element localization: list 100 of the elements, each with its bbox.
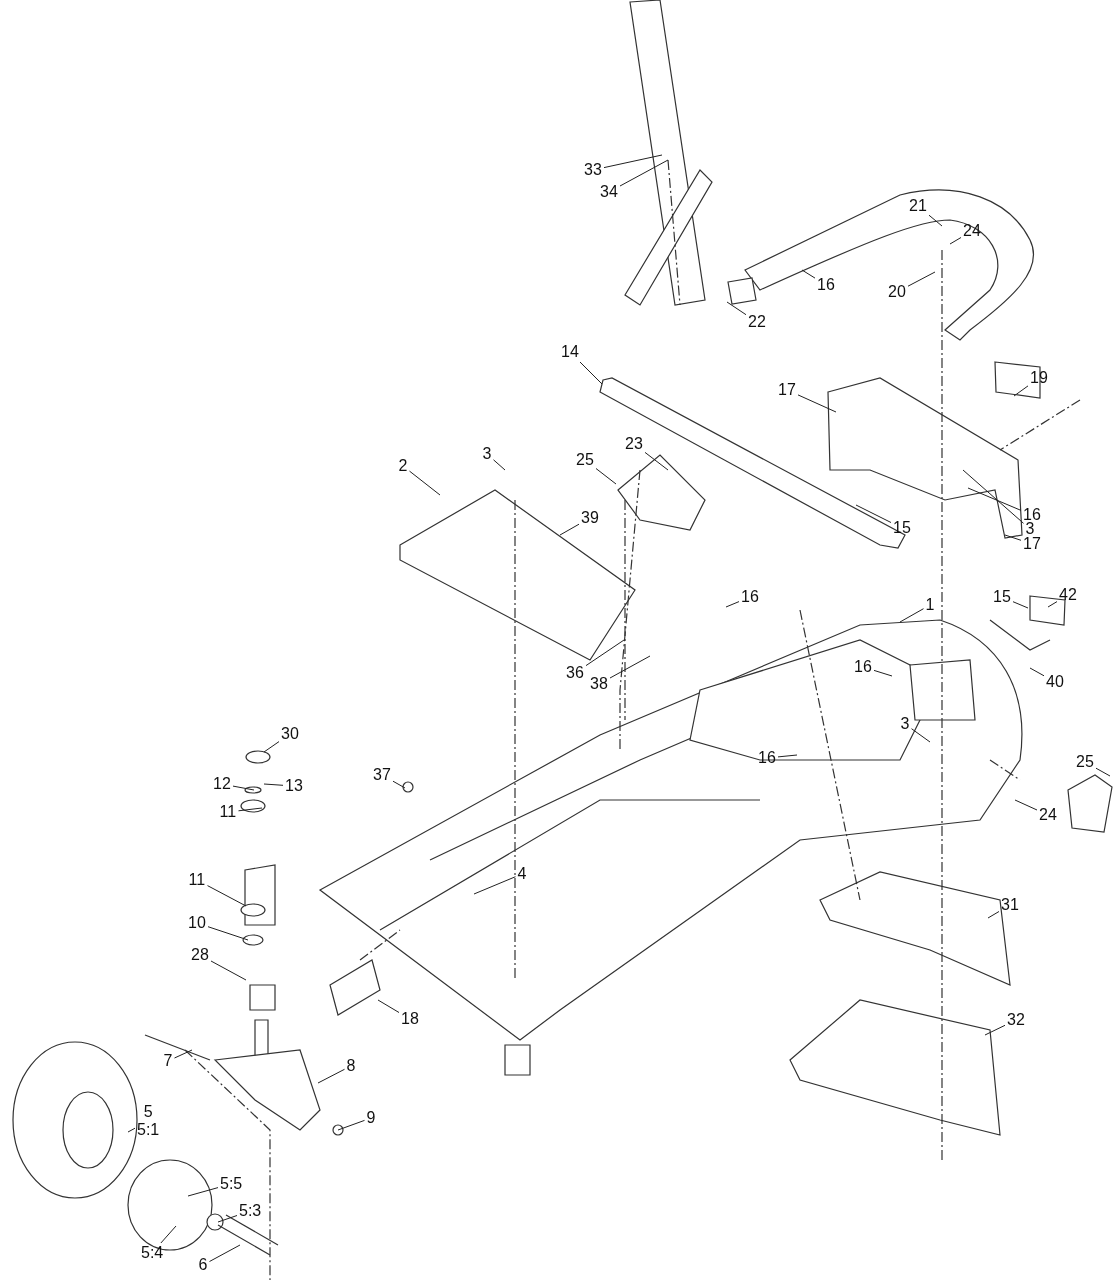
- callout-number: 8: [346, 1057, 356, 1075]
- callout-number: 39: [581, 509, 599, 527]
- callout-number: 6: [198, 1256, 208, 1274]
- callout-number: 32: [1007, 1011, 1025, 1029]
- callout-number: 34: [600, 183, 618, 201]
- leader-line: [1004, 534, 1022, 541]
- callout-number: 24: [1039, 806, 1057, 824]
- callout-number: 7: [163, 1052, 173, 1070]
- callout-number: 11: [188, 871, 206, 889]
- leader-line: [928, 214, 943, 227]
- leader-line: [579, 361, 603, 385]
- callout-number: 16: [854, 658, 872, 676]
- leader-line: [473, 876, 516, 895]
- leader-line: [263, 783, 284, 786]
- callout-number: 16: [817, 276, 835, 294]
- callout-number: 5:4: [141, 1244, 164, 1262]
- callout-number: 22: [748, 313, 766, 331]
- leader-line: [619, 159, 669, 187]
- leader-line: [1013, 385, 1029, 397]
- callout-number: 16: [758, 749, 776, 767]
- callout-number: 16: [741, 588, 759, 606]
- leader-line: [377, 999, 400, 1013]
- callout-number: 40: [1046, 673, 1064, 691]
- callout-number: 14: [561, 343, 579, 361]
- leader-line: [603, 154, 663, 169]
- leader-line: [726, 301, 747, 316]
- callout-number: 3: [1025, 520, 1035, 538]
- leader-line: [1095, 767, 1111, 777]
- callout-number: 25: [576, 451, 594, 469]
- callout-number: 10: [188, 914, 206, 932]
- callout-number: 15: [893, 519, 911, 537]
- callout-number: 17: [1023, 535, 1041, 553]
- callout-number: 1: [925, 596, 935, 614]
- leader-line: [797, 394, 837, 413]
- callout-number: 9: [366, 1109, 376, 1127]
- leader-line: [1029, 667, 1045, 677]
- leader-line: [644, 451, 669, 471]
- leader-line: [160, 1225, 177, 1244]
- leader-line: [801, 269, 816, 279]
- leader-line: [317, 1068, 345, 1084]
- leader-line: [209, 1244, 241, 1262]
- callout-number: 20: [888, 283, 906, 301]
- callout-number: 23: [625, 435, 643, 453]
- callout-number: 33: [584, 161, 602, 179]
- callout-number: 13: [285, 777, 303, 795]
- leader-line: [217, 1215, 238, 1223]
- leader-line: [238, 807, 263, 812]
- callout-number: 31: [1001, 896, 1019, 914]
- leader-line: [595, 468, 617, 485]
- callout-number: 24: [963, 222, 981, 240]
- callout-number: 3: [482, 445, 492, 463]
- leader-line: [174, 1049, 193, 1059]
- leader-line: [1047, 601, 1058, 608]
- callout-number: 5: [142, 1103, 154, 1121]
- leader-line: [967, 487, 1022, 511]
- leader-line: [1012, 601, 1029, 609]
- callout-number: 19: [1030, 369, 1048, 387]
- leader-line: [777, 754, 798, 758]
- leader-line: [899, 608, 924, 623]
- leader-line: [962, 469, 1024, 524]
- callout-number: 42: [1059, 586, 1077, 604]
- callout-number: 2: [398, 457, 408, 475]
- leader-line: [907, 271, 936, 287]
- callout-number: 12: [213, 775, 231, 793]
- callout-number: 28: [191, 946, 209, 964]
- callout-number: 5:1: [137, 1121, 160, 1139]
- leader-line: [207, 926, 249, 941]
- callout-number: 37: [373, 766, 391, 784]
- leader-line: [855, 504, 892, 523]
- leader-line: [392, 780, 406, 789]
- leader-line: [984, 1024, 1006, 1036]
- leader-line: [337, 1119, 365, 1131]
- leader-line: [232, 785, 255, 791]
- leader-line: [873, 669, 893, 677]
- callout-number: 5:3: [239, 1202, 262, 1220]
- callout-number: 25: [1076, 753, 1094, 771]
- callout-number: 4: [517, 865, 527, 883]
- callout-number: 15: [993, 588, 1011, 606]
- leader-line: [987, 911, 1000, 919]
- callout-number: 17: [778, 381, 796, 399]
- callout-number: 36: [566, 664, 584, 682]
- callout-number: 5:5: [220, 1175, 243, 1193]
- callout-number: 3: [900, 715, 910, 733]
- leader-line: [725, 601, 740, 608]
- callout-number: 18: [401, 1010, 419, 1028]
- leader-line: [210, 960, 247, 981]
- leader-line: [409, 470, 441, 496]
- leader-line: [609, 655, 651, 679]
- leader-line: [1014, 799, 1038, 811]
- leader-line: [263, 741, 280, 753]
- leader-line: [187, 1187, 219, 1197]
- leader-line: [207, 885, 247, 907]
- leader-line: [911, 728, 931, 743]
- leader-line: [127, 1127, 136, 1133]
- callout-number: 38: [590, 675, 608, 693]
- leader-line: [493, 459, 506, 471]
- callout-number: 30: [281, 725, 299, 743]
- leader-line: [585, 639, 625, 667]
- leader-line: [949, 237, 962, 245]
- callout-number: 21: [909, 197, 927, 215]
